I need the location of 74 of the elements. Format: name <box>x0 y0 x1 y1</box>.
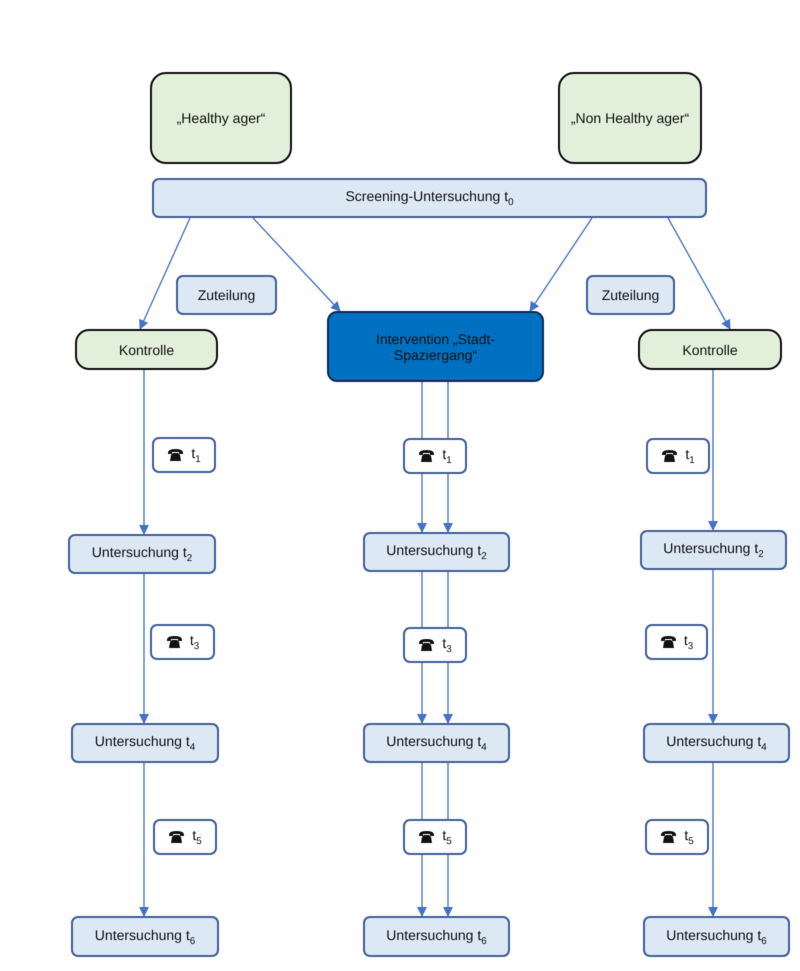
node-label: Kontrolle <box>682 342 738 358</box>
connector-line <box>447 572 449 627</box>
process-box <box>71 916 219 957</box>
group-box <box>150 72 292 164</box>
phone-call-box <box>153 819 217 855</box>
connector-line <box>447 763 449 819</box>
node-label: Untersuchung t$_{4}$ <box>666 733 767 753</box>
process-box <box>68 534 216 574</box>
time-point-label: t$_{3}$ <box>190 632 200 652</box>
node-label: Untersuchung t$_{2}$ <box>386 542 487 562</box>
time-point-label: t$_{5}$ <box>192 827 202 847</box>
process-box <box>363 532 510 572</box>
arrow <box>417 474 427 533</box>
arrow <box>443 474 453 533</box>
arrow <box>667 218 731 330</box>
arrow <box>417 855 427 917</box>
process-box <box>640 530 787 570</box>
node-label: Untersuchung t$_{2}$ <box>663 540 764 560</box>
node-label: Untersuchung t$_{6}$ <box>666 926 767 946</box>
process-box <box>363 723 510 763</box>
time-point-label: t$_{3}$ <box>684 632 694 652</box>
process-box <box>71 723 219 763</box>
arrow <box>252 218 341 312</box>
process-box <box>643 723 790 763</box>
node-label: Screening-Untersuchung t$_{0}$ <box>345 188 514 208</box>
node-label: Zuteilung <box>602 287 660 303</box>
arrow <box>417 663 427 724</box>
process-box <box>152 178 707 218</box>
connector-line <box>421 763 423 819</box>
node-label: Untersuchung t$_{4}$ <box>94 733 196 753</box>
node-label: Kontrolle <box>118 342 174 358</box>
node-label: Untersuchung t$_{4}$ <box>386 733 487 753</box>
arrow <box>529 218 593 312</box>
time-point-label: t$_{3}$ <box>442 635 452 655</box>
process-box <box>643 916 790 957</box>
node-label: „Non Healthy ager“ <box>570 110 690 126</box>
node-label: Untersuchung t$_{6}$ <box>386 926 487 946</box>
arrow <box>139 218 191 330</box>
label-box <box>586 275 675 315</box>
connector-line <box>421 572 423 627</box>
connector-line <box>447 382 449 438</box>
connector-line <box>421 382 423 438</box>
group-box <box>75 329 218 370</box>
phone-call-box <box>645 819 709 855</box>
arrow <box>139 574 149 724</box>
arrow <box>443 855 453 917</box>
phone-call-box <box>403 627 467 663</box>
phone-call-box <box>646 438 710 474</box>
node-label: Untersuchung t$_{2}$ <box>92 544 192 564</box>
arrow <box>708 570 718 724</box>
arrow <box>443 663 453 724</box>
arrow <box>139 370 149 535</box>
arrow <box>139 763 149 917</box>
phone-call-box <box>645 624 708 660</box>
label-box <box>176 275 277 315</box>
node-label: Zuteilung <box>198 287 256 303</box>
arrow <box>708 370 718 531</box>
time-point-label: t$_{1}$ <box>442 446 452 466</box>
time-point-label: t$_{1}$ <box>685 446 695 466</box>
time-point-label: t$_{1}$ <box>191 445 201 465</box>
node-label: Untersuchung t$_{6}$ <box>94 926 196 946</box>
intervention-box <box>327 311 544 382</box>
phone-call-box <box>403 819 467 855</box>
arrow <box>708 763 718 917</box>
time-point-label: t$_{5}$ <box>442 827 452 847</box>
group-box <box>638 329 782 370</box>
phone-call-box <box>403 438 467 474</box>
group-box <box>558 72 702 164</box>
time-point-label: t$_{5}$ <box>684 827 694 847</box>
process-box <box>363 916 510 957</box>
phone-call-box <box>152 437 216 473</box>
node-label: „Healthy ager“ <box>176 110 266 126</box>
phone-call-box <box>150 624 215 660</box>
node-label: Intervention „Stadt-Spaziergang“ <box>374 330 496 362</box>
